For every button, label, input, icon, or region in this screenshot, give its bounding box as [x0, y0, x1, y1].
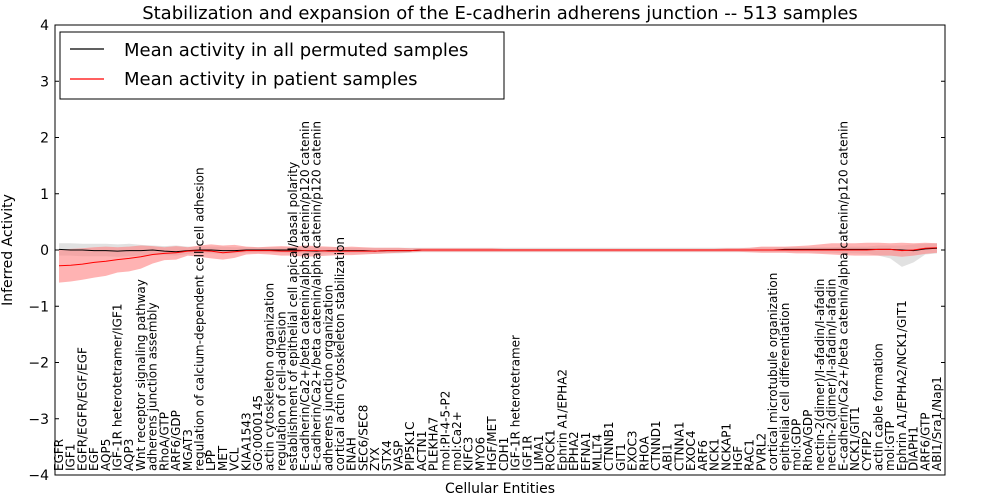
- x-tick-label: GO:0000145: [251, 395, 265, 471]
- x-tick-label: CTNNB1: [602, 421, 616, 471]
- x-tick-label: cortical microtubule organization: [766, 273, 780, 471]
- y-tick-label: −4: [28, 468, 49, 484]
- y-tick-label: 0: [40, 243, 49, 259]
- x-tick-label: mol:GDP: [790, 419, 804, 471]
- x-tick-label: LIMA1: [532, 435, 546, 471]
- chart-title: Stabilization and expansion of the E-cad…: [142, 3, 858, 24]
- x-tick-label: EGFR/EGFR/EGF/EGF: [75, 347, 89, 471]
- x-tick-label: ROCK1: [544, 429, 558, 471]
- x-tick-label: nectin-2(dimer)/I-afadin/I-afadin: [825, 279, 839, 471]
- x-tick-label: ABI1: [661, 443, 675, 471]
- x-tick-label: ENAH: [345, 437, 359, 471]
- y-tick-label: 3: [40, 74, 49, 90]
- x-tick-label: GIT1: [614, 443, 628, 471]
- x-tick-label: Ephrin A1/EPHA2/NCK1/GIT1: [895, 300, 909, 471]
- x-tick-label: ACTN1: [415, 431, 429, 471]
- y-axis-ticks: −4 −3 −2 −1 0 1 2 3 4: [28, 18, 945, 484]
- x-tick-label: actin cytoskeleton organization: [263, 283, 277, 471]
- x-tick-label: ABI1/Sra1/Nap1: [930, 376, 944, 471]
- x-tick-label: E-cadherin/Ca2+/beta catenin/alpha caten…: [836, 121, 850, 471]
- x-tick-label: regulation of calcium-dependent cell-cel…: [193, 167, 207, 471]
- x-tick-label: IGF1: [64, 444, 78, 471]
- x-tick-label: IGF-1R heterotetramer/IGF1: [111, 304, 125, 471]
- x-tick-label: KIAA1543: [239, 412, 253, 471]
- line-layer: [58, 247, 938, 267]
- x-tick-label: PLEKHA7: [427, 417, 441, 471]
- y-tick-label: 1: [40, 187, 49, 203]
- x-tick-label: EXOC4: [684, 431, 698, 472]
- x-tick-label: adherens junction organization: [321, 285, 335, 471]
- x-tick-label: E-cadherin/Ca2+/beta catenin/alpha caten…: [298, 121, 312, 471]
- x-tick-label: mol:GTP: [883, 421, 897, 471]
- x-tick-label: E-cadherin/Ca2+/beta catenin/alpha caten…: [310, 121, 324, 471]
- y-tick-label: −1: [28, 299, 49, 315]
- x-tick-label: Ephrin A1/EPHA2: [555, 369, 569, 471]
- legend-label-permuted: Mean activity in all permuted samples: [124, 40, 468, 61]
- x-tick-label: HGF/MET: [485, 416, 499, 471]
- x-tick-label: KIFC3: [462, 437, 476, 471]
- x-tick-label: MET: [216, 445, 230, 471]
- x-tick-label: ARF6: [696, 440, 710, 471]
- x-tick-label: PVRL2: [754, 433, 768, 471]
- x-tick-label: CTNND1: [649, 420, 663, 471]
- x-tick-label: ZYX: [368, 447, 382, 471]
- x-tick-label: STX4: [380, 440, 394, 471]
- x-tick-label: RAC1: [743, 439, 757, 471]
- x-tick-label: adherens junction assembly: [146, 302, 160, 471]
- legend-label-patient: Mean activity in patient samples: [124, 69, 418, 90]
- x-tick-label: mol:Ca2+: [450, 411, 464, 471]
- y-axis-label: Inferred Activity: [0, 194, 16, 306]
- legend: Mean activity in all permuted samples Me…: [59, 31, 505, 100]
- y-tick-label: 2: [40, 131, 49, 147]
- x-tick-label: LPP: [204, 450, 218, 471]
- x-tick-label: CYFIP2: [860, 430, 874, 471]
- x-tick-label: EFNA1: [579, 432, 593, 471]
- x-tick-label: MLLT4: [591, 434, 605, 471]
- x-tick-label: regulation of cell-adhesion: [274, 311, 288, 471]
- x-tick-label: IGF1R: [520, 435, 534, 471]
- x-tick-label: SEC6/SEC8: [356, 405, 370, 471]
- x-tick-label: RhoA/GTP: [157, 412, 171, 471]
- x-tick-label: AQP3: [122, 439, 136, 471]
- y-tick-label: −3: [28, 412, 49, 428]
- x-tick-label: epithelial cell differentiation: [778, 303, 792, 471]
- x-tick-label: EGF: [87, 447, 101, 471]
- x-tick-label: EPHA2: [567, 431, 581, 471]
- x-tick-label: nectin-2(dimer)/I-afadin/I-afadin: [813, 279, 827, 471]
- x-tick-label: DIAPH1: [907, 426, 921, 471]
- x-tick-label: ARF6/GDP: [169, 410, 183, 471]
- x-tick-label: VCL: [228, 447, 242, 471]
- x-tick-label: VASP: [392, 440, 406, 471]
- y-tick-label: −2: [28, 356, 49, 372]
- x-tick-label: NCK1: [708, 438, 722, 471]
- x-tick-label: IGF-1R heterotetramer: [509, 335, 523, 471]
- x-tick-label: AQP5: [99, 439, 113, 471]
- band-patient: [59, 242, 937, 283]
- legend-frame: [59, 31, 505, 100]
- x-tick-label: CDH1: [497, 437, 511, 471]
- x-tick-label: RhoA/GDP: [801, 410, 815, 471]
- x-tick-label: mol:PI-4-5-P2: [438, 391, 452, 471]
- x-tick-label: cortical actin cytoskeleton stabilizatio…: [333, 237, 347, 471]
- x-tick-label: NCK1/GIT1: [848, 406, 862, 471]
- line-patient-mean: [58, 247, 938, 267]
- x-tick-label: MYO6: [473, 437, 487, 471]
- band-layer: [59, 242, 937, 283]
- x-tick-label: RHOA: [637, 435, 651, 471]
- x-tick-label: MGAT3: [181, 429, 195, 471]
- x-tick-label: NCKAP1: [719, 423, 733, 471]
- y-tick-label: 4: [40, 18, 49, 34]
- x-axis-label: Cellular Entities: [445, 481, 555, 497]
- x-tick-label: HGF: [731, 446, 745, 471]
- x-tick-label: EXOC3: [626, 430, 640, 471]
- x-tick-label: ARF6/GTP: [918, 412, 932, 471]
- x-tick-label: EGFR: [52, 439, 66, 471]
- x-tick-label: Wnt receptor signaling pathway: [134, 279, 148, 471]
- x-tick-label: actin cable formation: [872, 343, 886, 471]
- x-tick-label: PIP5K1C: [403, 421, 417, 471]
- x-tick-label: CTNNA1: [673, 422, 687, 472]
- x-tick-label: establishment of epithelial cell apical/…: [286, 162, 300, 471]
